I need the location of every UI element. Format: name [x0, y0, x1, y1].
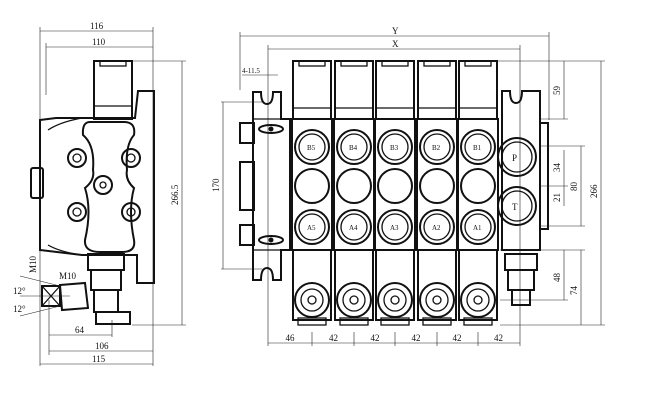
port-icon: [294, 209, 330, 245]
dim-106: 106: [95, 341, 109, 351]
inlet-section: P T: [497, 90, 549, 306]
port-T-label: T: [512, 202, 518, 212]
dim-74: 74: [569, 286, 579, 296]
solenoid-coil-bottom: [417, 249, 457, 321]
port-icon: [419, 168, 455, 204]
port-A-label: A3: [390, 224, 399, 232]
dim-Y: Y: [392, 26, 399, 36]
port-icon: [460, 168, 496, 204]
solenoid-coil: [375, 60, 415, 120]
dim-bottom: 42: [494, 333, 503, 343]
port-A-label: A2: [432, 224, 441, 232]
solenoid-coil: [417, 60, 457, 120]
port-P-label: P: [512, 153, 517, 163]
port-icon: [294, 168, 330, 204]
port-icon: [377, 168, 413, 204]
dim-266-5: 266.5: [170, 184, 180, 205]
dim-170: 170: [211, 178, 221, 192]
solenoid-coil-bottom: [334, 249, 374, 321]
port-B-label: B2: [432, 144, 441, 152]
port-icon: [419, 209, 455, 245]
dim-bottom: 42: [329, 333, 338, 343]
dim-80: 80: [569, 182, 579, 192]
dim-m10-vertical: M10: [28, 255, 38, 273]
dim-X: X: [392, 39, 399, 49]
port-B-label: B4: [349, 144, 358, 152]
dim-bottom: 42: [371, 333, 380, 343]
dim-115: 115: [92, 354, 106, 364]
solenoid-coil-bottom: [292, 249, 332, 321]
port-A-label: A1: [473, 224, 482, 232]
port-A-label: A5: [307, 224, 316, 232]
dim-59: 59: [552, 86, 562, 96]
port-B-label: B5: [307, 144, 316, 152]
port-icon: [377, 209, 413, 245]
port-icon: [336, 209, 372, 245]
solenoid-coil: [292, 60, 332, 120]
dim-bottom: 42: [412, 333, 421, 343]
dim-angle-top: 12°: [13, 286, 26, 296]
dim-bottom: 46: [286, 333, 296, 343]
solenoid-coil-bottom: [375, 249, 415, 321]
port-icon: [377, 129, 413, 165]
dim-angle-bottom: 12°: [13, 304, 26, 314]
port-B-label: B3: [390, 144, 399, 152]
bolt-icon: [67, 148, 141, 222]
port-icon: [460, 129, 496, 165]
dim-bottom: 42: [453, 333, 462, 343]
solenoid-coil-bottom: [458, 249, 498, 321]
port-icon: [294, 129, 330, 165]
dim-21: 21: [552, 193, 562, 202]
port-icon: [419, 129, 455, 165]
port-icon: [460, 209, 496, 245]
solenoid-coil: [458, 60, 498, 120]
dim-116: 116: [90, 21, 104, 31]
dim-64: 64: [75, 325, 85, 335]
port-icon: [336, 129, 372, 165]
port-B-label: B1: [473, 144, 482, 152]
port-A-label: A4: [349, 224, 358, 232]
dim-110: 110: [92, 37, 106, 47]
dim-48: 48: [552, 273, 562, 283]
port-icon: [336, 168, 372, 204]
dim-m10-horizontal: M10: [59, 271, 77, 281]
dim-hole-4-11-5: 4-11.5: [242, 67, 260, 75]
side-view: 116 110 M10 M10 12° 12°: [13, 21, 186, 366]
dim-34: 34: [552, 163, 562, 173]
dim-266: 266: [589, 184, 599, 198]
solenoid-coil: [334, 60, 374, 120]
bottom-dimensions: 46 42 42 42 42 42: [286, 333, 504, 343]
